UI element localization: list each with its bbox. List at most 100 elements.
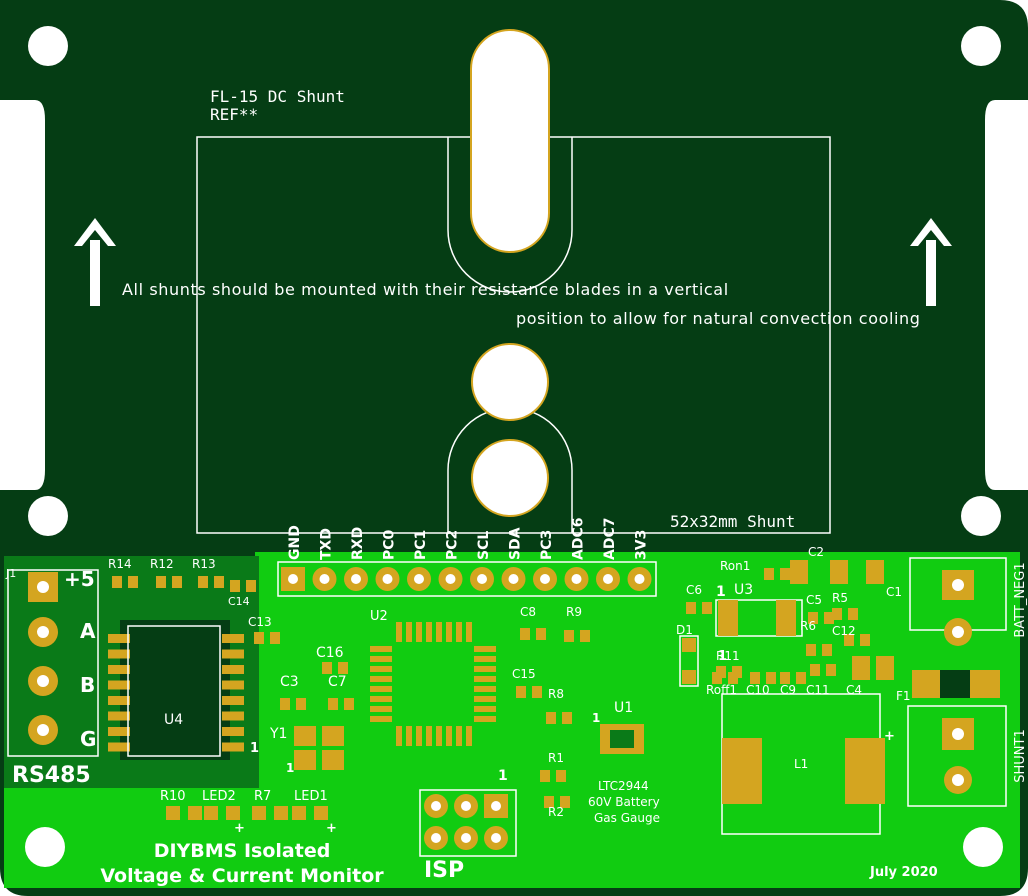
smd-pad bbox=[520, 628, 530, 640]
smd-pad bbox=[564, 630, 574, 642]
header-pin-label: 3V3 bbox=[634, 530, 650, 560]
label-r12: R12 bbox=[150, 557, 174, 571]
u4-pad bbox=[108, 727, 130, 736]
u4-pad bbox=[222, 742, 244, 752]
header-pin-label: SDA bbox=[508, 527, 524, 560]
u4-pad bbox=[222, 634, 244, 643]
footprint-name: FL-15 DC Shunt bbox=[210, 87, 345, 106]
u2-pad bbox=[370, 656, 392, 662]
footprint-ref: REF** bbox=[210, 105, 258, 124]
label-roff1: Roff1 bbox=[706, 683, 737, 697]
u2-pad bbox=[474, 676, 496, 682]
label-c1: C1 bbox=[886, 585, 902, 599]
header-pad-hole bbox=[477, 574, 487, 584]
smd-pad bbox=[832, 608, 842, 620]
smd-pad bbox=[292, 806, 306, 820]
smd-pad bbox=[270, 632, 280, 644]
smd-pad bbox=[562, 712, 572, 724]
u4-pad bbox=[222, 665, 244, 674]
u1-desc-1: LTC2944 bbox=[598, 779, 649, 793]
header-pad-hole bbox=[445, 574, 456, 584]
u2-pad bbox=[426, 726, 432, 746]
pin1-u3: 1 bbox=[716, 584, 726, 600]
pin1-y1: 1 bbox=[286, 761, 294, 775]
u2-pad bbox=[370, 676, 392, 682]
u2-pad bbox=[436, 726, 442, 746]
u2-pads bbox=[370, 622, 496, 746]
label-c11: C11 bbox=[806, 683, 830, 697]
l1-pad-right bbox=[845, 738, 885, 804]
header-pin-label: ADC7 bbox=[602, 518, 618, 560]
l1-pad-left bbox=[722, 738, 762, 804]
label-r6: R6 bbox=[800, 619, 816, 633]
smd-pad bbox=[254, 632, 264, 644]
smd-pad bbox=[686, 602, 696, 614]
label-r1: R1 bbox=[548, 751, 564, 765]
u2-pad bbox=[396, 622, 402, 642]
label-led1: LED1 bbox=[294, 789, 328, 804]
label-r7: R7 bbox=[254, 789, 271, 804]
smd-pad bbox=[728, 672, 738, 684]
u4-pad bbox=[108, 696, 130, 705]
up-arrow-icon bbox=[910, 218, 952, 306]
u2-pad bbox=[474, 706, 496, 712]
u4-pad bbox=[108, 711, 130, 721]
header-pin-label: PC3 bbox=[539, 530, 555, 560]
u4-pad bbox=[222, 649, 244, 659]
header-pin-label: PC1 bbox=[413, 530, 429, 560]
u4-pad bbox=[108, 665, 130, 674]
u2-pad bbox=[446, 726, 452, 746]
label-l1: L1 bbox=[794, 757, 808, 771]
label-c7: C7 bbox=[328, 674, 347, 690]
smd-pad bbox=[580, 630, 590, 642]
u2-pad bbox=[406, 726, 412, 746]
header-pin-label: ADC6 bbox=[571, 518, 587, 560]
u2-pad bbox=[416, 726, 422, 746]
u4-pad bbox=[108, 634, 130, 643]
u2-pad bbox=[426, 622, 432, 642]
smd-pad bbox=[128, 576, 138, 588]
smd-pad bbox=[252, 806, 266, 820]
isp-outline bbox=[419, 789, 517, 857]
plus-led1: + bbox=[326, 821, 337, 836]
smd-pad bbox=[796, 672, 806, 684]
u3-outline bbox=[715, 599, 803, 637]
header-pad-hole bbox=[382, 574, 393, 584]
smd-pad bbox=[866, 560, 884, 584]
smd-pad bbox=[750, 672, 760, 684]
mounting-hole-icon bbox=[961, 26, 1001, 66]
smd-pad bbox=[188, 806, 202, 820]
u2-pad bbox=[370, 716, 392, 722]
label-c16: C16 bbox=[316, 645, 344, 661]
smd-pad bbox=[712, 672, 722, 684]
u2-pad bbox=[474, 686, 496, 692]
smd-pad bbox=[204, 806, 218, 820]
smd-pad bbox=[806, 644, 816, 656]
label-y1: Y1 bbox=[269, 726, 287, 742]
shunt-hole-upper bbox=[471, 343, 549, 421]
label-u2: U2 bbox=[370, 609, 388, 624]
u2-pad bbox=[436, 622, 442, 642]
u2-pad bbox=[396, 726, 402, 746]
smd-pad bbox=[780, 672, 790, 684]
header-pad-hole bbox=[351, 574, 361, 584]
smd-pad bbox=[198, 576, 208, 588]
note-line-1: All shunts should be mounted with their … bbox=[122, 280, 729, 299]
u2-pad bbox=[416, 622, 422, 642]
mounting-hole-icon bbox=[28, 496, 68, 536]
u4-pad bbox=[108, 742, 130, 752]
smd-pad bbox=[322, 662, 332, 674]
u2-pad bbox=[466, 622, 472, 642]
label-r13: R13 bbox=[192, 557, 216, 571]
smd-pad bbox=[682, 638, 696, 652]
smd-pad bbox=[226, 806, 240, 820]
smd-pad bbox=[790, 560, 808, 584]
label-c2: C2 bbox=[808, 545, 824, 559]
header-pin-label: PC0 bbox=[382, 529, 398, 560]
up-arrow-icon bbox=[74, 218, 116, 306]
smd-pad bbox=[112, 576, 122, 588]
shunt-size-label: 52x32mm Shunt bbox=[670, 512, 795, 531]
mounting-hole-icon bbox=[25, 827, 65, 867]
smd-pad bbox=[848, 608, 858, 620]
